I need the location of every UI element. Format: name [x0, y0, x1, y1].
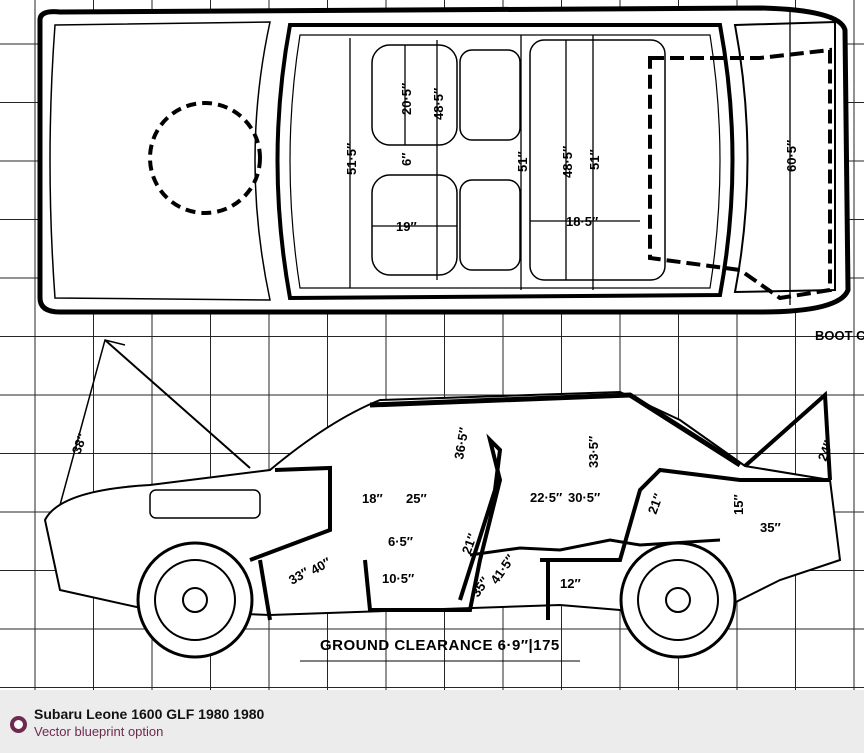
dim-rear-b: 30·5″: [568, 490, 600, 505]
dim-rear-cushion: 12″: [560, 576, 581, 591]
dim-front-a: 18″: [362, 491, 383, 506]
dim-cushion: 10·5″: [382, 571, 414, 586]
caption-subtitle[interactable]: Vector blueprint option: [34, 724, 164, 739]
dim-bonnet: 38″: [69, 431, 90, 456]
dim-rear-a: 22·5″: [530, 490, 562, 505]
dim-roof-width: 51·5″: [344, 143, 359, 175]
dim-boot-length: 35″: [760, 520, 781, 535]
dim-front-b: 25″: [406, 491, 427, 506]
ground-clearance-label: GROUND CLEARANCE 6·9″|175: [320, 637, 560, 654]
dim-boot-lid: 24″: [815, 438, 836, 463]
radio-ring-icon[interactable]: [10, 716, 27, 733]
caption-title: Subaru Leone 1600 GLF 1980 1980: [34, 706, 265, 722]
top-view: [37, 5, 851, 315]
dim-rear-seat-width: 18·5″: [566, 214, 598, 229]
dim-front-seat-height: 48·5″: [431, 88, 446, 120]
dim-seat-back: 21″: [459, 531, 480, 556]
dim-rear-height: 48·5″: [560, 146, 575, 178]
dim-seat-height: 6·5″: [388, 534, 413, 549]
dim-front-seat-width: 19″: [396, 219, 417, 234]
boot-label: BOOT C: [815, 328, 864, 343]
dim-rear-seat-back: 21″: [645, 491, 666, 516]
dim-rear-headroom: 33·5″: [586, 436, 601, 468]
side-view: [43, 339, 842, 662]
dim-seat-gap: 6″: [399, 153, 414, 166]
dim-interior-width: 51″: [515, 151, 530, 172]
dim-boot-height: 15″: [731, 494, 746, 515]
dim-front-headroom: 36·5″: [451, 426, 471, 460]
car-blueprint: 51·5″ 20·5″ 48·5″ 6″ 19″ 51″ 48·5″ 51″ 1…: [0, 0, 864, 690]
dim-boot-width: 60·5″: [784, 140, 799, 172]
dim-front-seat-depth: 20·5″: [399, 83, 414, 115]
top-view-labels: 51·5″ 20·5″ 48·5″ 6″ 19″ 51″ 48·5″ 51″ 1…: [344, 83, 864, 343]
dim-rear-width: 51″: [587, 149, 602, 170]
caption-bar: [0, 690, 864, 753]
